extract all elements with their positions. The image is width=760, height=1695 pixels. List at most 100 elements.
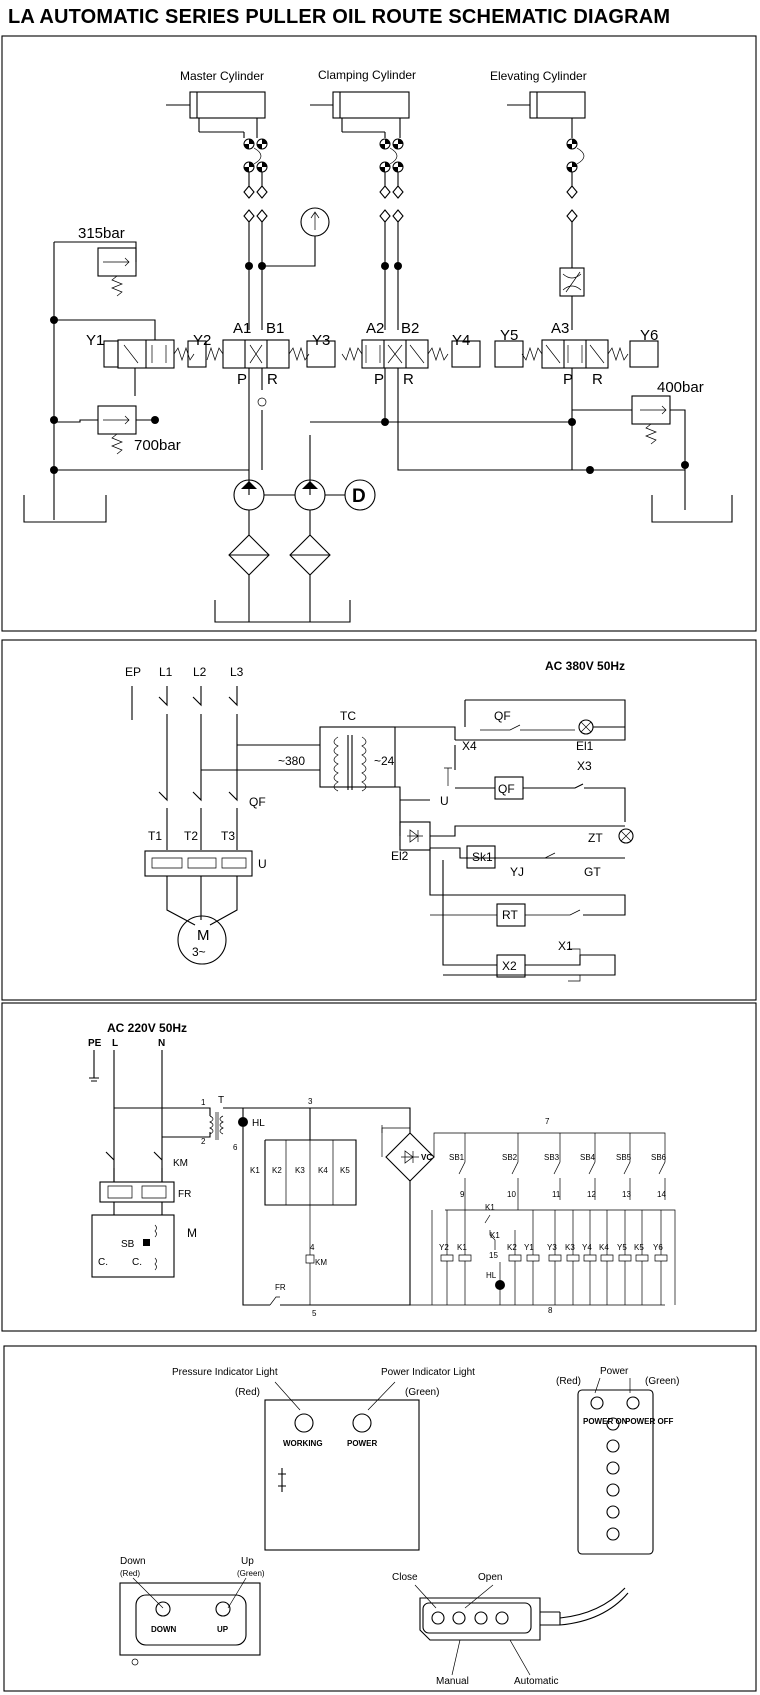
qf-breaker-label: U — [258, 857, 267, 871]
down-button[interactable] — [155, 1601, 171, 1617]
node-5-label: 5 — [312, 1309, 317, 1318]
solenoid-y1-label: Y1 — [86, 332, 104, 349]
km-coil-ctrl-label: KM — [315, 1258, 327, 1267]
node-2-label: 2 — [201, 1137, 206, 1146]
zt-box — [466, 845, 496, 869]
cabinet-handle-icon[interactable] — [278, 1468, 286, 1492]
up-button[interactable] — [215, 1601, 231, 1617]
junction-dots — [50, 262, 689, 474]
motor-d-label: D — [352, 486, 366, 507]
power-circuit-frame — [1, 639, 757, 1001]
qf-aux-label: U — [440, 794, 449, 808]
power-label: POWER — [347, 1439, 377, 1448]
fr-contact-label: FR — [275, 1283, 286, 1292]
relief-valve-400 — [572, 395, 686, 465]
power-light-title: Power Indicator Light — [381, 1367, 475, 1378]
quick-couplings — [243, 138, 585, 173]
fr-relay-label: FR — [178, 1189, 191, 1200]
pendant-button-2[interactable] — [606, 1439, 620, 1453]
up-title: Up — [241, 1556, 254, 1567]
km-main-label: KM — [173, 1158, 188, 1169]
motor-control-block — [91, 1214, 175, 1278]
transformer-tc: TC ~380 ~24 — [278, 709, 396, 792]
l3-label: L3 — [230, 665, 244, 679]
yj-label: GT — [584, 865, 601, 879]
x2-label: X1 — [558, 939, 573, 953]
throttle-valve — [559, 267, 585, 297]
k5-contact-label: K5 — [340, 1166, 350, 1175]
coil-y3-label: Y3 — [547, 1243, 557, 1252]
pressure-315-label: 315bar — [78, 225, 125, 242]
node-4-label: 4 — [310, 1243, 315, 1252]
motor-m-symbol — [177, 915, 227, 965]
el2-label: ZT — [588, 831, 603, 845]
push-buttons: SB1 SB2 SB3 SB4 SB5 SB6 9 10 11 12 13 14 — [449, 1133, 667, 1200]
hl-top-label: HL — [252, 1118, 265, 1129]
hydraulic-diagram: Master Cylinder Clamping Cylinder Elevat… — [23, 68, 733, 623]
lamp-el2 — [618, 828, 634, 844]
rt-box — [496, 954, 526, 978]
clamping-cylinder — [310, 91, 410, 138]
k4-contact-label: K4 — [318, 1166, 328, 1175]
pendant-button-3[interactable] — [606, 1461, 620, 1475]
pendant-button-1[interactable] — [606, 1417, 620, 1431]
k3-contact-label: K3 — [295, 1166, 305, 1175]
pendant-button-4[interactable] — [606, 1483, 620, 1497]
down-color: (Red) — [120, 1569, 140, 1578]
manual-label: Manual — [436, 1676, 469, 1687]
fr-relay-block — [99, 1181, 175, 1203]
remote-button-2[interactable] — [452, 1611, 466, 1625]
vc-label: VC — [421, 1153, 432, 1162]
remote-button-3[interactable] — [474, 1611, 488, 1625]
power-off-light[interactable] — [626, 1396, 640, 1410]
pendant-panel: Power (Red) (Green) POWER ON POWER OFF — [556, 1366, 679, 1555]
power-light[interactable] — [352, 1413, 372, 1433]
y1-valve — [54, 319, 195, 396]
port-b1-label: B1 — [266, 320, 284, 337]
node-6-label: 6 — [233, 1143, 238, 1152]
capacitor-label-2: C. — [132, 1257, 142, 1268]
coil-k3-label: K3 — [565, 1243, 575, 1252]
k1-contact-label: K1 — [250, 1166, 260, 1175]
node-13-label: 13 — [622, 1190, 631, 1199]
directional-valve-2 — [306, 339, 481, 369]
power-on-light[interactable] — [590, 1396, 604, 1410]
node-10-label: 10 — [507, 1190, 516, 1199]
solenoid-y3-label: Y3 — [312, 332, 330, 349]
control-cabinet-panel: Pressure Indicator Light (Red) Power Ind… — [172, 1367, 475, 1551]
pendant-red-label: (Red) — [556, 1376, 581, 1387]
remote-control: Close Open Manual Automatic — [392, 1572, 629, 1687]
l1-label: L1 — [159, 665, 173, 679]
relief-valve-315 — [54, 241, 137, 297]
node-15-label: 15 — [489, 1251, 498, 1260]
port-p2-label: P — [374, 371, 384, 388]
gt-label: RT — [502, 908, 518, 922]
lamp-el1 — [578, 719, 594, 735]
port-r1-label: R — [267, 371, 278, 388]
l2-label: L2 — [193, 665, 207, 679]
pressure-light-color: (Red) — [235, 1387, 260, 1398]
pendant-button-5[interactable] — [606, 1505, 620, 1519]
clamping-cylinder-label: Clamping Cylinder — [318, 68, 416, 82]
k2-contact-label: K2 — [272, 1166, 282, 1175]
coil-k4-label: K4 — [599, 1243, 609, 1252]
open-label: Open — [478, 1572, 502, 1583]
motor-block-label: M — [187, 1226, 197, 1240]
sb1-label: SB1 — [449, 1153, 465, 1162]
remote-button-1[interactable] — [431, 1611, 445, 1625]
remote-body — [419, 1597, 541, 1641]
port-a2-label: A2 — [366, 320, 384, 337]
sb5-label: SB5 — [616, 1153, 632, 1162]
solenoid-y5-label: Y5 — [500, 327, 518, 344]
coil-k1-label: K1 — [457, 1243, 467, 1252]
power-light-color: (Green) — [405, 1387, 439, 1398]
port-a1-label: A1 — [233, 320, 251, 337]
pendant-button-6[interactable] — [606, 1527, 620, 1541]
control-circuit-frame — [1, 1002, 757, 1332]
remote-button-4[interactable] — [495, 1611, 509, 1625]
port-r3-label: R — [592, 371, 603, 388]
rt-label: X2 — [502, 959, 517, 973]
working-light[interactable] — [294, 1413, 314, 1433]
updown-control-box: Down (Red) Up (Green) DOWN UP — [119, 1556, 265, 1666]
